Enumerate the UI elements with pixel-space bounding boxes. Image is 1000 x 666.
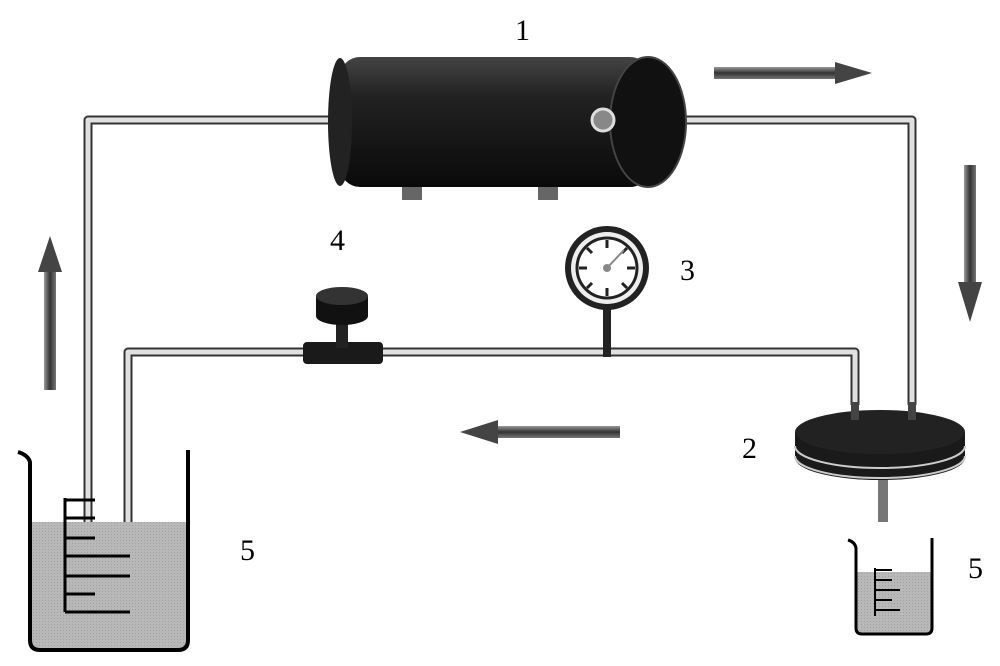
membrane-filter (794, 402, 966, 522)
pump (328, 56, 687, 200)
retentate-tube (123, 347, 860, 545)
arrow-right-icon (714, 62, 872, 84)
pump-label: 1 (515, 14, 530, 47)
feed-beaker-label: 5 (240, 534, 255, 567)
arrow-down-icon (958, 165, 982, 322)
feed-beaker (17, 450, 190, 652)
valve (303, 287, 383, 364)
valve-label: 4 (330, 224, 345, 257)
tubing (83, 115, 917, 545)
arrow-left-icon (460, 420, 620, 444)
permeate-beaker-label: 5 (968, 552, 983, 585)
gauge-label: 3 (680, 254, 695, 287)
pressure-gauge (565, 226, 649, 357)
suction-tube (83, 115, 340, 545)
arrow-up-icon (38, 236, 62, 390)
filter-label: 2 (742, 432, 757, 465)
permeate-beaker (847, 538, 934, 636)
feed-tube (640, 115, 917, 405)
